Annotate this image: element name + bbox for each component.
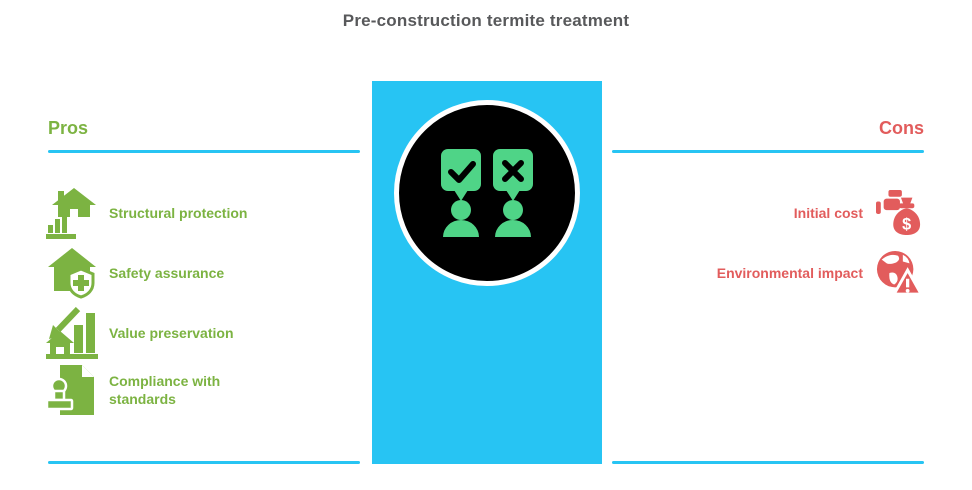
money-bag-icon: $	[876, 190, 922, 236]
page-title: Pre-construction termite treatment	[342, 11, 630, 30]
approve-reject-people-icon	[441, 146, 533, 241]
house-shield-icon	[46, 247, 98, 299]
document-stamp-icon	[46, 364, 98, 416]
chart-arrow-house-icon	[46, 307, 98, 359]
svg-text:$: $	[902, 215, 911, 233]
pros-item-label: Value preservation	[109, 324, 234, 341]
pros-bottom-rule	[48, 461, 360, 464]
list-item-value-preservation: Value preservation	[46, 307, 234, 359]
cons-top-rule	[612, 150, 924, 153]
pros-item-label: Compliance with standards	[109, 372, 221, 407]
cons-bottom-rule	[612, 461, 924, 464]
center-column	[372, 81, 602, 464]
pros-heading: Pros	[48, 118, 89, 138]
list-item-structural-protection: Structural protection	[46, 187, 247, 239]
cons-heading: Cons	[879, 118, 924, 138]
list-item-environmental-impact: Environmental impact	[717, 250, 922, 296]
house-growth-icon	[46, 187, 98, 239]
globe-warning-icon	[876, 250, 922, 296]
list-item-safety-assurance: Safety assurance	[46, 247, 224, 299]
pros-item-label: Safety assurance	[109, 264, 225, 281]
cons-item-label: Environmental impact	[716, 264, 863, 281]
pros-item-label: Structural protection	[109, 204, 248, 221]
pros-top-rule	[48, 150, 360, 153]
center-circle	[394, 100, 580, 286]
list-item-compliance: Compliance with standards	[46, 364, 231, 416]
cons-item-label: Initial cost	[793, 204, 863, 221]
list-item-initial-cost: Initial cost $	[794, 190, 922, 236]
